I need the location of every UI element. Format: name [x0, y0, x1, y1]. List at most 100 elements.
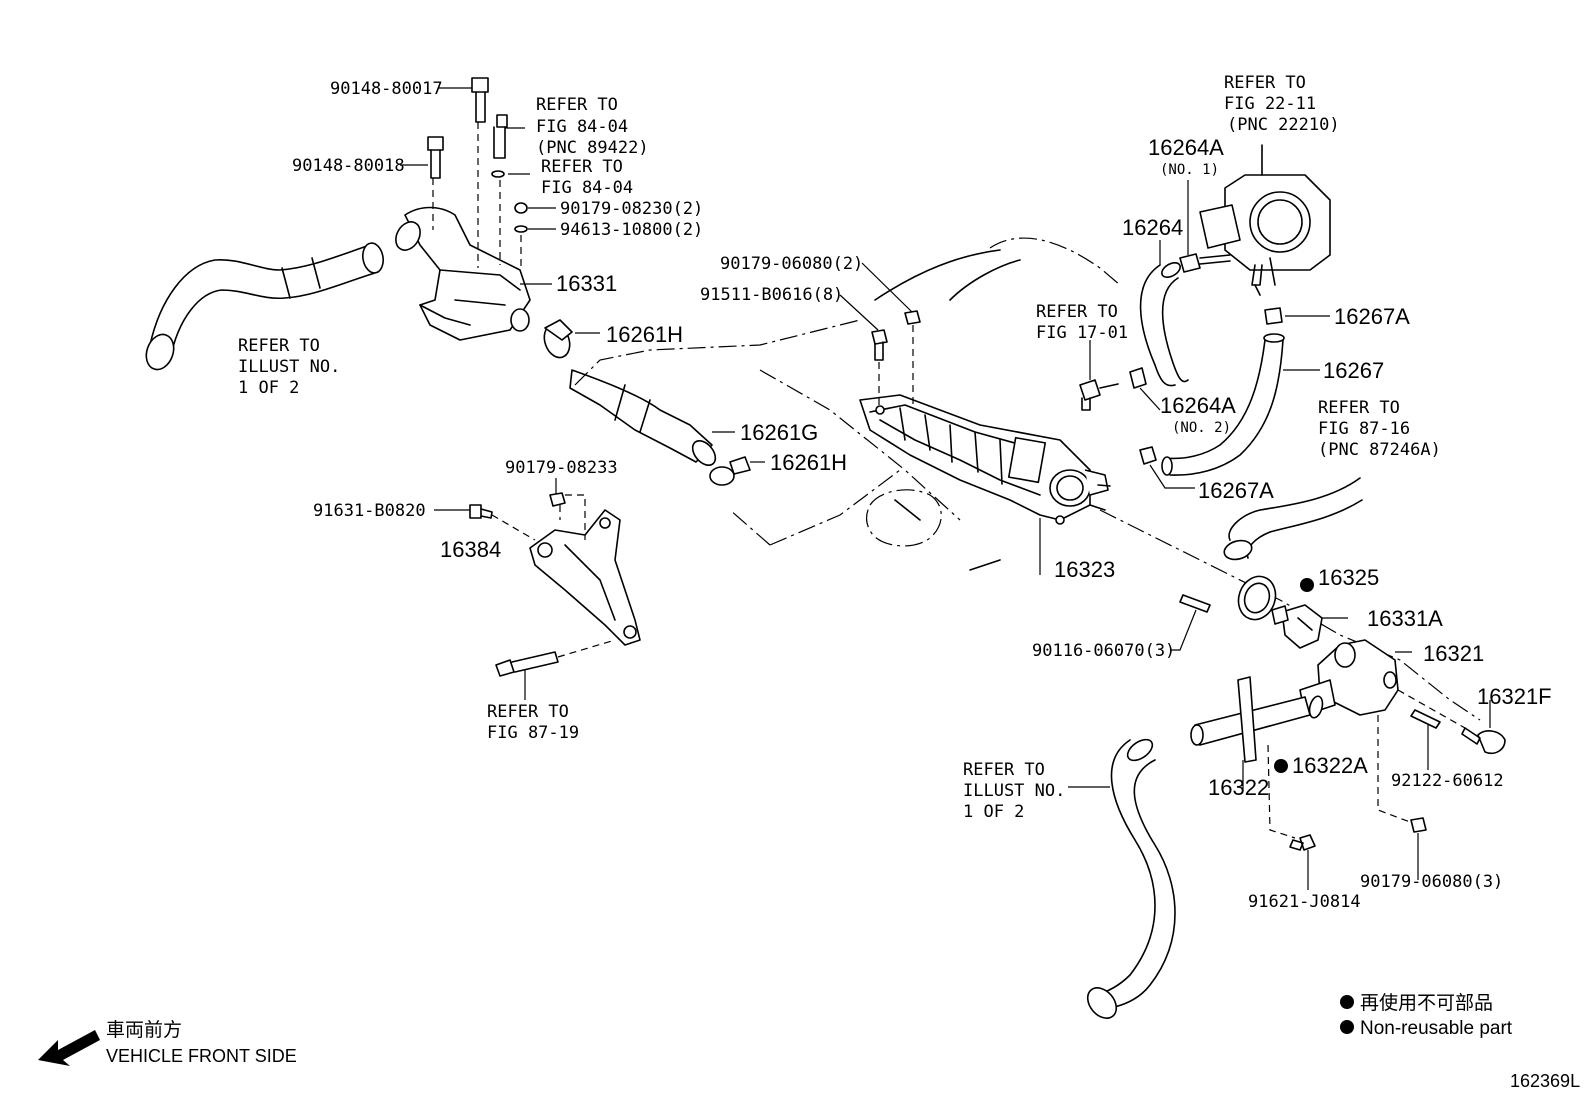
- label-16331A: 16331A: [1367, 606, 1443, 631]
- legend-bullet-jp: [1340, 995, 1354, 1009]
- label-91511-B0616: 91511-B0616(8): [700, 285, 843, 305]
- labels: 90148-80017 90148-80018 REFER TO FIG 84-…: [238, 73, 1552, 912]
- nuts-90179-06080-2: [861, 262, 921, 405]
- label-94613-10800: 94613-10800(2): [560, 220, 703, 240]
- label-refer-illust-left-l2: ILLUST NO.: [238, 357, 340, 377]
- label-16384: 16384: [440, 537, 501, 562]
- label-16264A-no2-note: (NO. 2): [1172, 420, 1231, 436]
- label-refer-fig-22-11-l1: REFER TO: [1224, 73, 1306, 93]
- lower-radiator-hose: [1068, 738, 1176, 1019]
- label-16264A-no1: 16264A: [1148, 135, 1224, 160]
- label-16267A-top: 16267A: [1334, 304, 1410, 329]
- label-16261G: 16261G: [740, 420, 818, 445]
- bypass-hose-16261G: [569, 369, 735, 466]
- label-refer-illust-left-l1: REFER TO: [238, 336, 320, 356]
- label-90148-80017: 90148-80017: [330, 79, 443, 99]
- bolt-90148-80017: [438, 77, 489, 123]
- hose-clamp-16261H-top: [543, 319, 600, 359]
- bolts-91511-B0616: [839, 294, 888, 405]
- front-arrow-icon: [38, 1030, 100, 1066]
- intake-manifold-16323: [859, 394, 1111, 575]
- label-refer-illust-right-l2: ILLUST NO.: [963, 781, 1065, 801]
- label-refer-fig-87-16-l1: REFER TO: [1318, 398, 1400, 418]
- vehicle-front-indicator: 車両前方 VEHICLE FRONT SIDE: [38, 1019, 297, 1066]
- label-92122-60612: 92122-60612: [1391, 771, 1504, 791]
- engine-outline-phantom: [574, 237, 1481, 721]
- label-refer-fig-22-11-l2: FIG 22-11: [1224, 94, 1316, 114]
- hose-clamp-16264A-no1: [1179, 180, 1201, 273]
- label-refer-fig-22-11-l3: (PNC 22210): [1227, 115, 1340, 135]
- label-refer-fig-84-04-b-l2: FIG 84-04: [541, 178, 633, 198]
- label-16261H-bottom: 16261H: [770, 450, 847, 475]
- label-refer-fig-84-04-a-l2: FIG 84-04: [536, 117, 628, 137]
- bolt-90148-80018: [400, 136, 444, 179]
- non-reusable-marker-16322A: [1274, 759, 1288, 773]
- label-16261H-top: 16261H: [606, 322, 683, 347]
- bolt-16321F: [1461, 700, 1506, 755]
- bypass-hose-16264: [1139, 240, 1189, 387]
- legend-non-reusable-en: Non-reusable part: [1360, 1018, 1513, 1039]
- label-refer-fig-17-01-l1: REFER TO: [1036, 302, 1118, 322]
- label-16331: 16331: [556, 271, 617, 296]
- orientation-jp: 車両前方: [106, 1019, 182, 1041]
- hose-clamp-16264A-no2: [1129, 367, 1161, 411]
- sensor-stud: [491, 114, 528, 233]
- label-refer-illust-right-l3: 1 OF 2: [963, 802, 1024, 822]
- label-refer-fig-84-04-a-l3: (PNC 89422): [536, 138, 649, 158]
- hose-clamp-16267A-bottom: [1139, 446, 1195, 489]
- water-bypass-pipe-16322: [1190, 676, 1311, 790]
- label-90179-08230: 90179-08230(2): [560, 199, 703, 219]
- hose-refer-fig-87-16: [1223, 477, 1363, 561]
- nut-90179-08233: [549, 478, 586, 540]
- label-refer-fig-84-04-b-l1: REFER TO: [541, 157, 623, 177]
- union-refer-fig-17-01: [1079, 340, 1119, 411]
- bolt-91631-B0820: [434, 504, 536, 541]
- label-16264A-no2: 16264A: [1160, 393, 1236, 418]
- label-90148-80018: 90148-80018: [292, 156, 405, 176]
- label-refer-fig-84-04-a-l1: REFER TO: [536, 95, 618, 115]
- label-16264: 16264: [1122, 215, 1183, 240]
- label-16321: 16321: [1423, 641, 1484, 666]
- hose-clamp-16261H-bottom: [709, 456, 765, 486]
- legend-non-reusable-jp: 再使用不可部品: [1360, 992, 1493, 1014]
- figure-id: 162369L: [1510, 1071, 1580, 1091]
- label-91631-B0820: 91631-B0820: [313, 501, 426, 521]
- label-16267A-bottom: 16267A: [1198, 478, 1274, 503]
- thermostat-16331A: [1271, 604, 1348, 649]
- label-90179-06080-3: 90179-06080(3): [1360, 872, 1503, 892]
- legend-bullet-en: [1340, 1020, 1354, 1034]
- label-refer-fig-87-19-l1: REFER TO: [487, 702, 569, 722]
- non-reusable-marker-16325: [1300, 578, 1314, 592]
- label-refer-fig-87-16-l2: FIG 87-16: [1318, 419, 1410, 439]
- orientation-en: VEHICLE FRONT SIDE: [106, 1046, 297, 1066]
- bolt-91621-J0814: [1267, 744, 1316, 890]
- label-refer-illust-right-l1: REFER TO: [963, 760, 1045, 780]
- label-16323: 16323: [1054, 557, 1115, 582]
- label-refer-fig-87-16-l3: (PNC 87246A): [1318, 440, 1441, 460]
- left-radiator-hose: [145, 242, 384, 371]
- hose-clamp-16267A-top: [1264, 307, 1330, 325]
- label-91621-J0814: 91621-J0814: [1248, 892, 1361, 912]
- stud-92122-60612: [1410, 709, 1441, 770]
- legend: 再使用不可部品 Non-reusable part: [1340, 992, 1513, 1039]
- bracket-16384: [529, 509, 641, 646]
- stud-90116-06070: [1170, 594, 1211, 651]
- label-90179-08233: 90179-08233: [505, 458, 618, 478]
- label-90116-06070: 90116-06070(3): [1032, 641, 1175, 661]
- throttle-body-refer: [1199, 144, 1331, 296]
- label-16267: 16267: [1323, 358, 1384, 383]
- label-refer-fig-17-01-l2: FIG 17-01: [1036, 323, 1128, 343]
- label-refer-fig-87-19-l2: FIG 87-19: [487, 723, 579, 743]
- bolt-refer-fig-87-19: [495, 639, 616, 700]
- gasket-16325: [1237, 575, 1277, 621]
- bolt-90179-06080-3: [1377, 715, 1427, 880]
- bypass-hose-16267: [1161, 333, 1320, 476]
- label-16322: 16322: [1208, 775, 1269, 800]
- label-90179-06080-2: 90179-06080(2): [720, 254, 863, 274]
- label-16264A-no1-note: (NO. 1): [1160, 162, 1219, 178]
- label-16325: 16325: [1318, 565, 1379, 590]
- water-outlet-16331: [395, 206, 531, 341]
- label-refer-illust-left-l3: 1 OF 2: [238, 378, 299, 398]
- o-ring-16322A: [1308, 695, 1324, 719]
